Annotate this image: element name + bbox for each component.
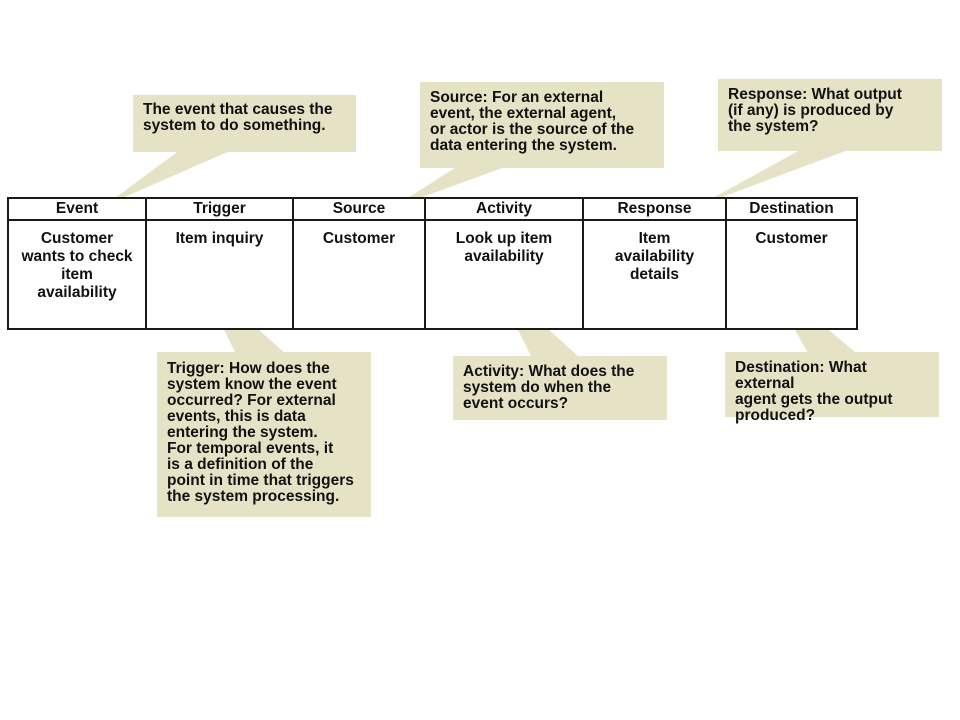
cell-response: Item availability details [582, 219, 727, 330]
header-trigger: Trigger [145, 197, 294, 221]
header-destination: Destination [725, 197, 858, 221]
header-source: Source [292, 197, 426, 221]
trigger-callout: Trigger: How does the system know the ev… [157, 352, 371, 517]
table-header-row: Event Trigger Source Activity Response D… [7, 197, 858, 221]
activity-callout: Activity: What does the system do when t… [453, 356, 667, 420]
event-table: Event Trigger Source Activity Response D… [7, 197, 858, 330]
source-callout: Source: For an external event, the exter… [420, 82, 664, 168]
header-response: Response [582, 197, 727, 221]
header-event: Event [7, 197, 147, 221]
event-callout: The event that causes the system to do s… [133, 95, 356, 152]
cell-activity: Look up item availability [424, 219, 584, 330]
response-callout: Response: What output (if any) is produc… [718, 79, 942, 151]
destination-callout: Destination: What external agent gets th… [725, 352, 939, 424]
cell-source: Customer [292, 219, 426, 330]
event-pointer [104, 150, 232, 206]
cell-trigger: Item inquiry [145, 219, 294, 330]
response-pointer [698, 150, 848, 206]
table-row: Customer wants to check item availabilit… [7, 219, 858, 330]
header-activity: Activity [424, 197, 584, 221]
cell-event: Customer wants to check item availabilit… [7, 219, 147, 330]
cell-destination: Customer [725, 219, 858, 330]
